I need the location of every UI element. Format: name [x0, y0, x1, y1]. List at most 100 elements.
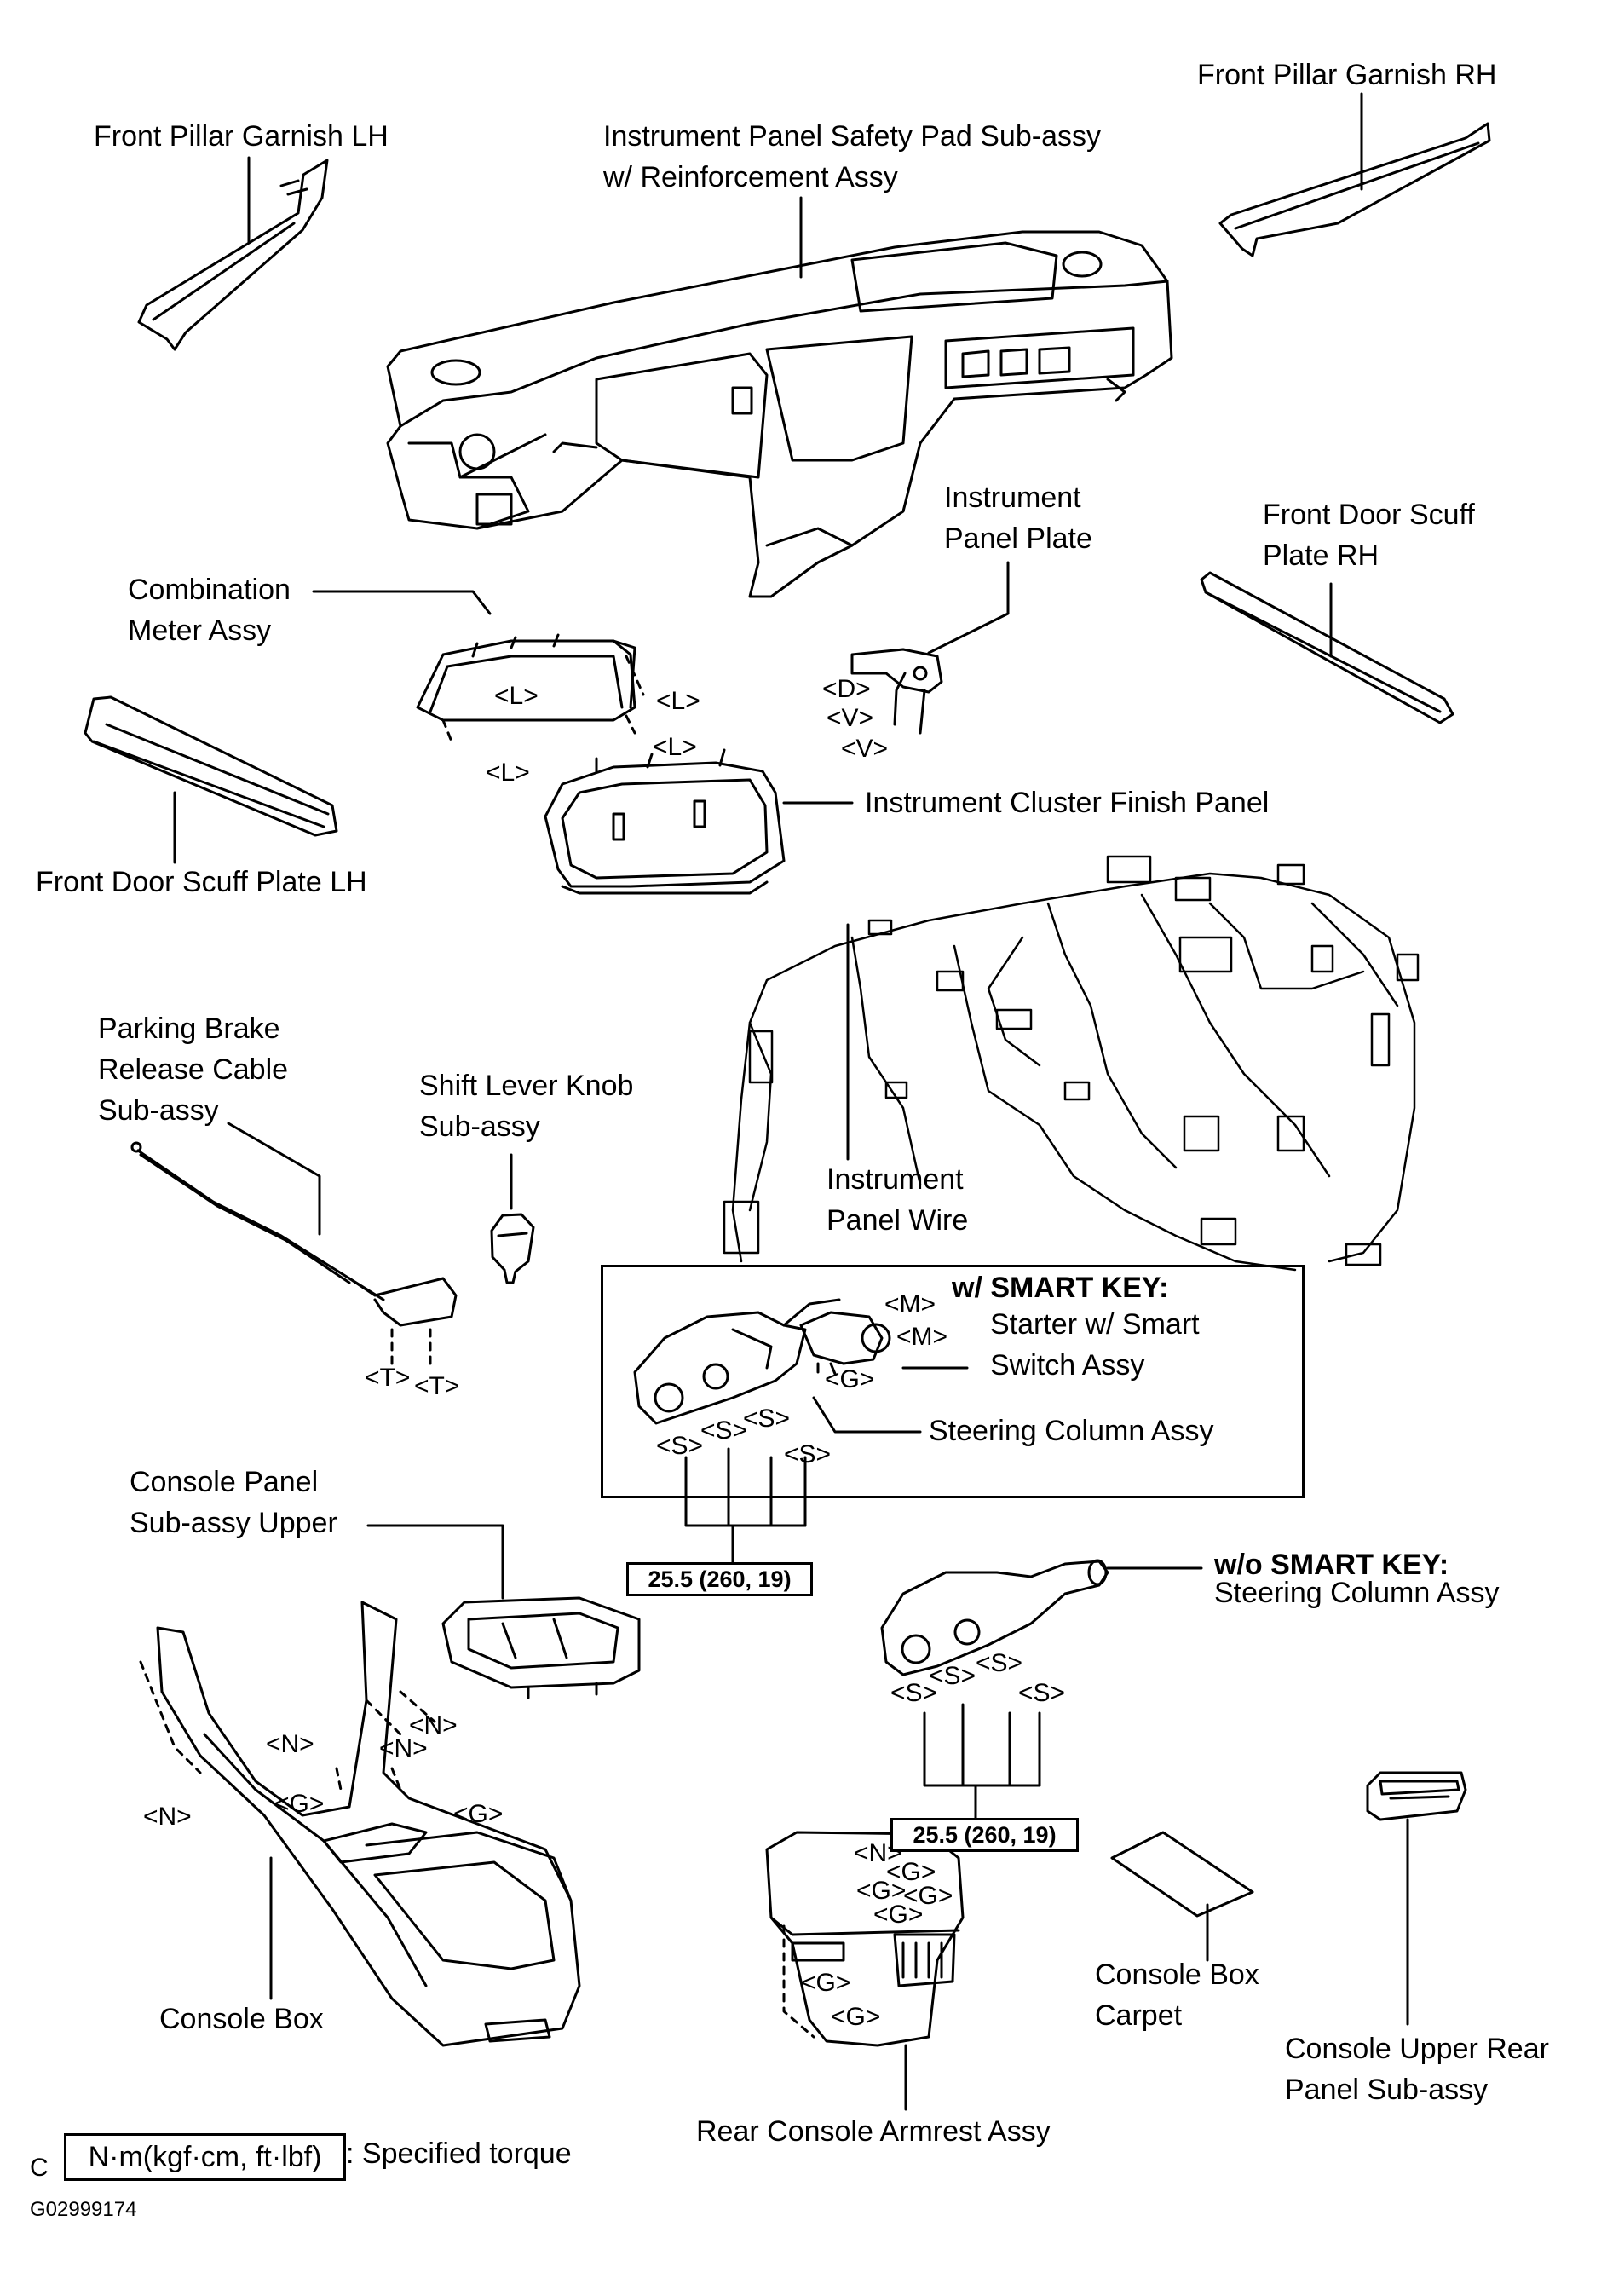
code-v: <V> — [841, 735, 889, 763]
leader-panel-plate — [927, 561, 1010, 655]
code-n: <N> — [409, 1711, 458, 1739]
code-g: <G> — [903, 1882, 953, 1910]
code-m: <M> — [884, 1290, 936, 1318]
leader-steering-smart — [812, 1396, 922, 1434]
code-d: <D> — [822, 675, 871, 703]
label-cluster-finish-panel: Instrument Cluster Finish Panel — [865, 787, 1270, 819]
cluster-finish-panel-part — [544, 748, 786, 895]
code-s: <S> — [929, 1662, 976, 1690]
code-s: <S> — [890, 1679, 938, 1707]
label-console-box-carpet: Console Box Carpet — [1095, 1954, 1259, 2036]
label-shift-knob-line2: Sub-assy — [419, 1111, 540, 1143]
starter-switch-part — [799, 1311, 891, 1376]
code-l: <L> — [653, 733, 697, 761]
code-l: <L> — [494, 682, 539, 710]
label-starter-switch-line1: Starter w/ Smart — [990, 1308, 1200, 1341]
console-box-carpet-part — [1110, 1831, 1254, 1918]
label-combination-meter: Combination Meter Assy — [128, 569, 291, 651]
label-parking-brake-cable: Parking Brake Release Cable Sub-assy — [98, 1008, 288, 1131]
label-parking-brake-line1: Parking Brake — [98, 1012, 280, 1045]
code-s: <S> — [784, 1440, 832, 1468]
shift-lever-knob-part — [490, 1213, 535, 1284]
label-rear-console-armrest: Rear Console Armrest Assy — [696, 2115, 1051, 2148]
leader-parking-brake — [227, 1122, 321, 1236]
label-steering-column-nosmart: Steering Column Assy — [1214, 1577, 1500, 1609]
label-instrument-panel-wire: Instrument Panel Wire — [827, 1159, 968, 1241]
label-front-pillar-garnish-lh: Front Pillar Garnish LH — [94, 120, 389, 153]
steering-column-nosmart-part — [880, 1559, 1109, 1676]
torque-tree-nosmart — [923, 1703, 1041, 1821]
code-g: <G> — [873, 1901, 924, 1929]
legend-letter: C — [30, 2154, 49, 2182]
code-s: <S> — [656, 1432, 704, 1460]
label-instrument-panel-plate-line1: Instrument — [944, 482, 1081, 514]
label-parking-brake-line2: Release Cable — [98, 1053, 289, 1086]
code-g: <G> — [801, 1969, 851, 1997]
label-shift-lever-knob: Shift Lever Knob Sub-assy — [419, 1065, 633, 1147]
label-carpet-line2: Carpet — [1095, 1999, 1183, 2032]
label-instrument-panel-plate: Instrument Panel Plate — [944, 477, 1092, 559]
instrument-panel-plate-part — [850, 648, 943, 735]
leader-combination-meter — [312, 590, 492, 615]
label-safety-pad: Instrument Panel Safety Pad Sub-assy w/ … — [603, 116, 1101, 198]
parking-brake-cable-part — [130, 1141, 458, 1365]
front-pillar-garnish-rh-part — [1218, 122, 1491, 257]
label-panel-wire-line2: Panel Wire — [827, 1204, 969, 1237]
console-upper-rear-panel-part — [1366, 1771, 1467, 1821]
label-steering-column-smart: Steering Column Assy — [929, 1415, 1214, 1447]
label-smart-key-title: w/ SMART KEY: — [952, 1272, 1169, 1304]
label-rear-panel-line1: Console Upper Rear — [1285, 2033, 1549, 2065]
torque-box-smart: 25.5 (260, 19) — [626, 1562, 813, 1596]
label-console-upper-rear-panel: Console Upper Rear Panel Sub-assy — [1285, 2028, 1549, 2110]
code-n: <N> — [379, 1734, 428, 1762]
front-pillar-garnish-lh-part — [137, 159, 329, 351]
torque-box-nosmart: 25.5 (260, 19) — [890, 1818, 1079, 1852]
label-no-smart-key-title: w/o SMART KEY: — [1214, 1549, 1449, 1581]
code-m: <M> — [896, 1323, 948, 1351]
smart-key-box — [601, 1265, 1305, 1498]
front-door-scuff-lh-part — [84, 695, 338, 837]
code-l: <L> — [486, 759, 530, 787]
code-l: <L> — [656, 687, 700, 715]
label-parking-brake-line3: Sub-assy — [98, 1094, 219, 1127]
label-console-panel-upper: Console Panel Sub-assy Upper — [130, 1462, 337, 1543]
label-starter-switch: Starter w/ Smart Switch Assy — [990, 1304, 1200, 1386]
code-s: <S> — [976, 1649, 1023, 1677]
label-rear-panel-line2: Panel Sub-assy — [1285, 2074, 1489, 2106]
code-n: <N> — [143, 1803, 192, 1831]
code-g: <G> — [825, 1365, 875, 1393]
combination-meter-part — [416, 633, 645, 743]
code-s: <S> — [700, 1416, 748, 1445]
console-panel-upper-part — [441, 1596, 641, 1699]
label-front-pillar-garnish-rh: Front Pillar Garnish RH — [1197, 59, 1497, 91]
label-starter-switch-line2: Switch Assy — [990, 1349, 1145, 1382]
label-carpet-line1: Console Box — [1095, 1959, 1259, 1991]
legend-unit-box: N·m(kgf·cm, ft·lbf) — [64, 2133, 346, 2181]
label-instrument-panel-plate-line2: Panel Plate — [944, 522, 1092, 555]
label-front-door-scuff-rh-line1: Front Door Scuff — [1263, 499, 1475, 531]
code-n: <N> — [266, 1730, 314, 1758]
label-front-door-scuff-rh-line2: Plate RH — [1263, 539, 1379, 572]
label-safety-pad-line2: w/ Reinforcement Assy — [603, 161, 898, 193]
code-g: <G> — [856, 1877, 907, 1905]
code-s: <S> — [743, 1405, 791, 1433]
code-g: <G> — [274, 1790, 325, 1818]
label-console-upper-line1: Console Panel — [130, 1466, 319, 1498]
torque-tree-smart — [684, 1447, 807, 1566]
label-console-box: Console Box — [159, 2003, 324, 2035]
code-g: <G> — [831, 2003, 881, 2031]
code-t: <T> — [414, 1372, 460, 1400]
figure-id: G02999174 — [30, 2198, 137, 2221]
code-g: <G> — [886, 1858, 936, 1886]
label-front-door-scuff-rh: Front Door Scuff Plate RH — [1263, 494, 1475, 576]
front-door-scuff-rh-part — [1200, 571, 1454, 724]
code-v: <V> — [827, 704, 874, 732]
instrument-panel-wire-part — [723, 855, 1420, 1272]
label-console-upper-line2: Sub-assy Upper — [130, 1507, 337, 1539]
label-combination-meter-line1: Combination — [128, 574, 291, 606]
console-box-part — [139, 1601, 581, 2047]
leader-console-upper — [366, 1524, 504, 1600]
steering-column-smart-part — [633, 1298, 841, 1425]
label-safety-pad-line1: Instrument Panel Safety Pad Sub-assy — [603, 120, 1101, 153]
